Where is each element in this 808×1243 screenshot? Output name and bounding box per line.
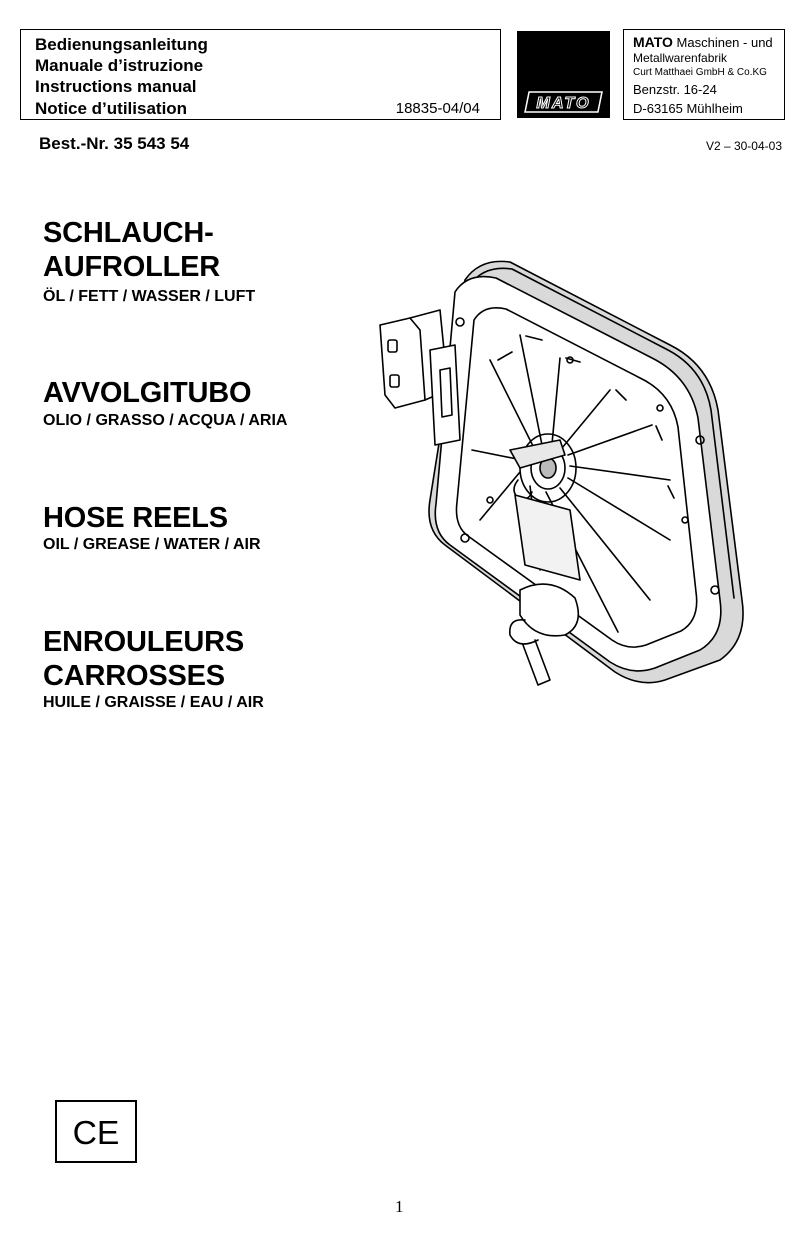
- svg-text:CE: CE: [73, 1114, 120, 1152]
- company-street: Benzstr. 16-24: [633, 82, 717, 97]
- subtitle-german: ÖL / FETT / WASSER / LUFT: [43, 288, 256, 305]
- heading-italian: AVVOLGITUBO: [43, 377, 252, 409]
- title-german: Bedienungsanleitung: [35, 35, 208, 54]
- company-line-1: MATO Maschinen - und: [633, 34, 773, 51]
- hose-reel-illustration: [370, 240, 750, 695]
- title-english: Instructions manual: [35, 77, 197, 96]
- ce-mark: CE: [55, 1100, 137, 1163]
- company-city: D-63165 Mühlheim: [633, 101, 743, 116]
- company-line-1-rest: Maschinen - und: [676, 35, 773, 50]
- company-brand: MATO: [633, 34, 673, 50]
- title-french: Notice d’utilisation: [35, 99, 188, 118]
- heading-german-line-2: AUFROLLER: [43, 251, 221, 283]
- svg-text:MATO: MATO: [536, 94, 590, 112]
- order-number: Best.-Nr. 35 543 54: [39, 134, 190, 153]
- heading-french-line-2: CARROSSES: [43, 660, 225, 692]
- version-date: V2 – 30-04-03: [705, 139, 782, 153]
- company-line-2: Metallwarenfabrik: [633, 51, 728, 65]
- subtitle-italian: OLIO / GRASSO / ACQUA / ARIA: [43, 412, 288, 429]
- heading-german-line-1: SCHLAUCH-: [43, 217, 214, 249]
- mato-logo: MATO: [517, 31, 610, 118]
- heading-french-line-1: ENROULEURS: [43, 626, 245, 658]
- subtitle-english: OIL / GREASE / WATER / AIR: [43, 536, 261, 553]
- title-italian: Manuale d’istruzione: [35, 56, 204, 75]
- company-line-3: Curt Matthaei GmbH & Co.KG: [633, 67, 767, 78]
- company-address-box: MATO Maschinen - und Metallwarenfabrik C…: [623, 29, 785, 120]
- document-number: 18835-04/04: [395, 100, 480, 117]
- page-number: 1: [395, 1197, 404, 1216]
- logo-wordmark: MATO: [523, 90, 604, 114]
- subtitle-french: HUILE / GRAISSE / EAU / AIR: [43, 694, 264, 711]
- heading-english: HOSE REELS: [43, 502, 228, 534]
- document-title-box: Bedienungsanleitung Manuale d’istruzione…: [20, 29, 501, 120]
